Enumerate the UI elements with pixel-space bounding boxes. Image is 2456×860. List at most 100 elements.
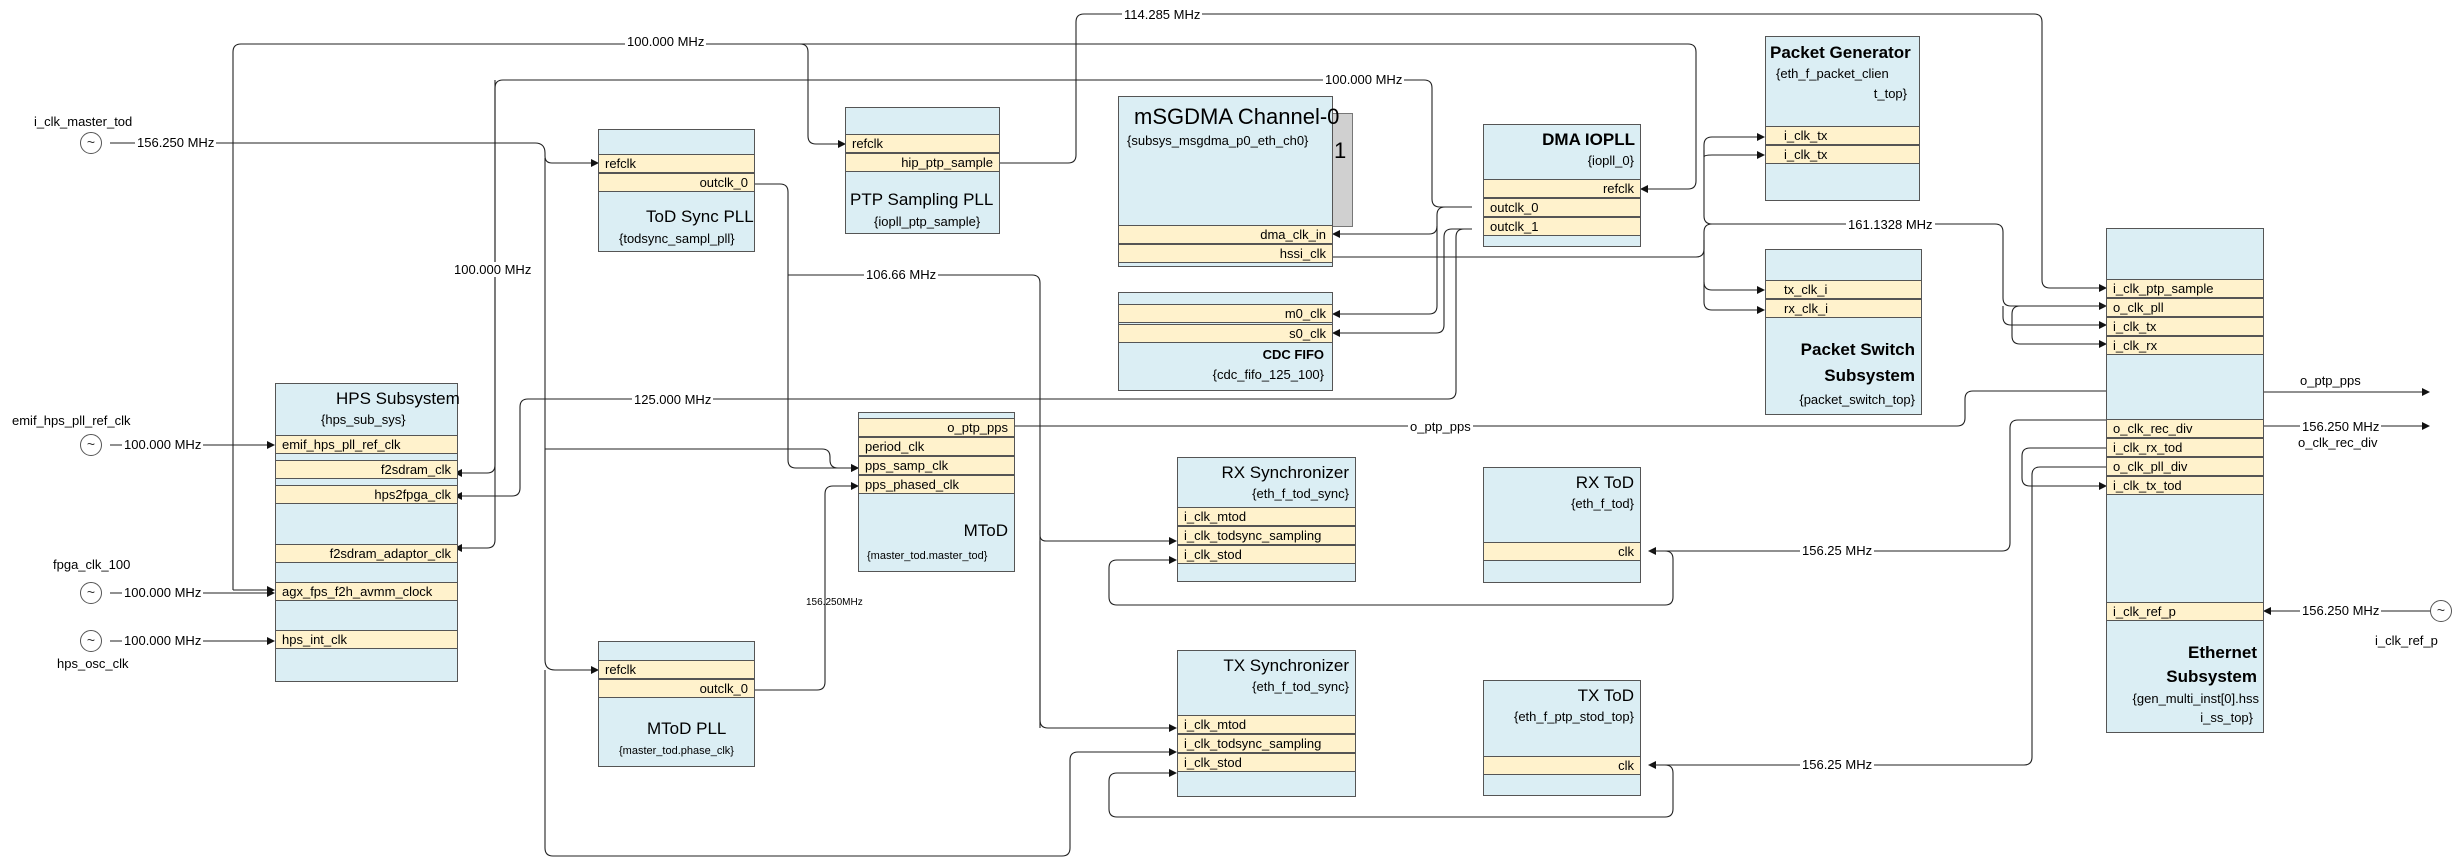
output-o-clk-rec-div: o_clk_rec_div (2298, 435, 2378, 450)
input-name-fpga-clk-100: fpga_clk_100 (53, 557, 131, 572)
block-mtod-pll[interactable]: refclk outclk_0 MToD PLL {master_tod.pha… (598, 641, 755, 767)
port-outclk-1[interactable]: outclk_1 (1484, 217, 1640, 236)
block-rx-tod[interactable]: RX ToD {eth_f_tod} clk (1483, 467, 1641, 583)
port-pps-samp-clk[interactable]: pps_samp_clk (859, 456, 1014, 475)
port-outclk-0[interactable]: outclk_0 (599, 679, 754, 698)
oscillator-icon: ~ (2430, 600, 2452, 622)
port-i-clk-tx[interactable]: i_clk_tx (2107, 317, 2263, 336)
block-mtod[interactable]: o_ptp_pps period_clk pps_samp_clk pps_ph… (858, 412, 1015, 572)
port-clk[interactable]: clk (1484, 756, 1640, 775)
port-dma-clk-in[interactable]: dma_clk_in (1119, 225, 1332, 244)
wire-rxtod-loop (1108, 550, 1674, 606)
input-name-hps-osc-clk: hps_osc_clk (57, 656, 129, 671)
port-agx-fps-f2h-avmm-clock[interactable]: agx_fps_f2h_avmm_clock (276, 582, 457, 601)
port-refclk[interactable]: refclk (599, 660, 754, 679)
oscillator-icon: ~ (80, 630, 102, 652)
port-s0-clk[interactable]: s0_clk (1119, 324, 1332, 343)
port-outclk-0[interactable]: outclk_0 (599, 173, 754, 192)
port-i-clk-mtod[interactable]: i_clk_mtod (1178, 507, 1355, 526)
wire-top-100 (232, 43, 846, 590)
port-o-clk-pll[interactable]: o_clk_pll (2107, 298, 2263, 317)
port-m0-clk[interactable]: m0_clk (1119, 304, 1332, 323)
freq-label-156-small: 156.250MHz (806, 597, 863, 608)
block-title: RX ToD (1575, 473, 1634, 492)
port-i-clk-stod[interactable]: i_clk_stod (1178, 753, 1355, 772)
block-subtitle: {master_tod.master_tod} (867, 550, 988, 562)
port-i-clk-stod[interactable]: i_clk_stod (1178, 545, 1355, 564)
block-tx-tod[interactable]: TX ToD {eth_f_ptp_stod_top} clk (1483, 680, 1641, 796)
input-name-i-clk-master-tod: i_clk_master_tod (34, 114, 133, 129)
wire-txtod-loop (1108, 764, 1674, 818)
port-clk[interactable]: clk (1484, 542, 1640, 561)
port-period-clk[interactable]: period_clk (859, 437, 1014, 456)
port-refclk[interactable]: refclk (599, 154, 754, 173)
port-rx-clk-i[interactable]: rx_clk_i (1766, 299, 1921, 318)
block-subtitle: {gen_multi_inst[0].hss (2132, 691, 2259, 706)
port-o-clk-pll-div[interactable]: o_clk_pll_div (2107, 457, 2263, 476)
block-title-cont: Subsystem (2166, 667, 2257, 686)
block-subtitle-cont: t_top} (1873, 86, 1907, 101)
port-o-ptp-pps[interactable]: o_ptp_pps (859, 418, 1014, 437)
port-i-clk-tx-tod[interactable]: i_clk_tx_tod (2107, 476, 2263, 495)
freq-label-mid-100: 100.000 MHz (1323, 72, 1405, 87)
wire-mid-100 (454, 79, 1472, 477)
freq-label-106: 106.66 MHz (864, 267, 939, 282)
port-refclk[interactable]: refclk (1484, 179, 1640, 198)
block-ethernet-subsystem[interactable]: i_clk_ptp_sample o_clk_pll i_clk_tx i_cl… (2106, 228, 2264, 733)
wire-master-tod-to-todpll (110, 142, 599, 167)
wire-ptp-pps (1015, 390, 2110, 427)
port-i-clk-todsync-sampling[interactable]: i_clk_todsync_sampling (1178, 734, 1355, 753)
port-i-clk-mtod[interactable]: i_clk_mtod (1178, 715, 1355, 734)
port-f2sdram-clk[interactable]: f2sdram_clk (276, 460, 457, 479)
port-hip-ptp-sample[interactable]: hip_ptp_sample (846, 153, 999, 172)
port-hssi-clk[interactable]: hssi_clk (1119, 244, 1332, 263)
input-name-i-clk-ref-p: i_clk_ref_p (2375, 633, 2438, 648)
port-hps2fpga-clk[interactable]: hps2fpga_clk (276, 485, 457, 504)
wire-master-tod-down (544, 670, 1177, 857)
block-rx-synchronizer[interactable]: RX Synchronizer {eth_f_tod_sync} i_clk_m… (1177, 457, 1356, 582)
port-i-clk-ptp-sample[interactable]: i_clk_ptp_sample (2107, 279, 2263, 298)
freq-hps-osc: 100.000 MHz (122, 633, 204, 648)
port-i-clk-tx-2[interactable]: i_clk_tx (1766, 145, 1919, 164)
block-msgdma-channel-0[interactable]: mSGDMA Channel-0 {subsys_msgdma_p0_eth_c… (1118, 96, 1339, 267)
port-f2sdram-adaptor-clk[interactable]: f2sdram_adaptor_clk (276, 544, 457, 563)
output-rec-freq: 156.250 MHz (2300, 419, 2382, 434)
port-o-clk-rec-div[interactable]: o_clk_rec_div (2107, 419, 2263, 438)
block-title: TX Synchronizer (1223, 656, 1349, 675)
port-i-clk-todsync-sampling[interactable]: i_clk_todsync_sampling (1178, 526, 1355, 545)
input-name-emif-hps-pll-ref-clk: emif_hps_pll_ref_clk (12, 413, 131, 428)
block-title: Packet Switch (1800, 340, 1915, 359)
block-title: MToD PLL (647, 719, 727, 738)
block-ptp-sampling-pll[interactable]: refclk hip_ptp_sample PTP Sampling PLL {… (845, 107, 1000, 234)
port-refclk[interactable]: refclk (846, 134, 999, 153)
block-dma-iopll[interactable]: DMA IOPLL {iopll_0} refclk outclk_0 outc… (1483, 124, 1641, 247)
port-emif-hps-pll-ref-clk[interactable]: emif_hps_pll_ref_clk (276, 435, 457, 454)
block-title: RX Synchronizer (1221, 463, 1349, 482)
block-title: PTP Sampling PLL (850, 190, 994, 209)
freq-label-114: 114.285 MHz (1122, 7, 1203, 22)
oscillator-icon: ~ (80, 582, 102, 604)
wire-161 (1333, 223, 2107, 310)
freq-master-tod: 156.250 MHz (135, 135, 217, 150)
port-i-clk-ref-p[interactable]: i_clk_ref_p (2107, 602, 2263, 621)
block-subtitle: {todsync_sampl_pll} (619, 231, 735, 246)
port-i-clk-tx[interactable]: i_clk_tx (1766, 126, 1919, 145)
block-packet-generator[interactable]: Packet Generator {eth_f_packet_clien t_t… (1765, 36, 1920, 201)
block-subtitle: {eth_f_tod} (1571, 496, 1634, 511)
oscillator-icon: ~ (80, 434, 102, 456)
block-packet-switch-subsystem[interactable]: tx_clk_i rx_clk_i Packet Switch Subsyste… (1765, 249, 1922, 415)
port-i-clk-rx-tod[interactable]: i_clk_rx_tod (2107, 438, 2263, 457)
port-i-clk-rx[interactable]: i_clk_rx (2107, 336, 2263, 355)
port-tx-clk-i[interactable]: tx_clk_i (1766, 280, 1921, 299)
block-cdc-fifo[interactable]: m0_clk s0_clk CDC FIFO {cdc_fifo_125_100… (1118, 292, 1333, 391)
block-hps-subsystem[interactable]: HPS Subsystem {hps_sub_sys} emif_hps_pll… (275, 383, 460, 682)
port-pps-phased-clk[interactable]: pps_phased_clk (859, 475, 1014, 494)
block-tod-sync-pll[interactable]: refclk outclk_0 ToD Sync PLL {todsync_sa… (598, 129, 755, 252)
freq-label-rx-156: 156.25 MHz (1800, 543, 1875, 558)
block-subtitle: {subsys_msgdma_p0_eth_ch0} (1127, 133, 1309, 148)
port-outclk-0[interactable]: outclk_0 (1484, 198, 1640, 217)
instance-count-badge: 1 (1334, 138, 1347, 163)
block-tx-synchronizer[interactable]: TX Synchronizer {eth_f_tod_sync} i_clk_m… (1177, 650, 1356, 797)
port-hps-int-clk[interactable]: hps_int_clk (276, 630, 457, 649)
wire-mtodpll-out (755, 482, 859, 691)
